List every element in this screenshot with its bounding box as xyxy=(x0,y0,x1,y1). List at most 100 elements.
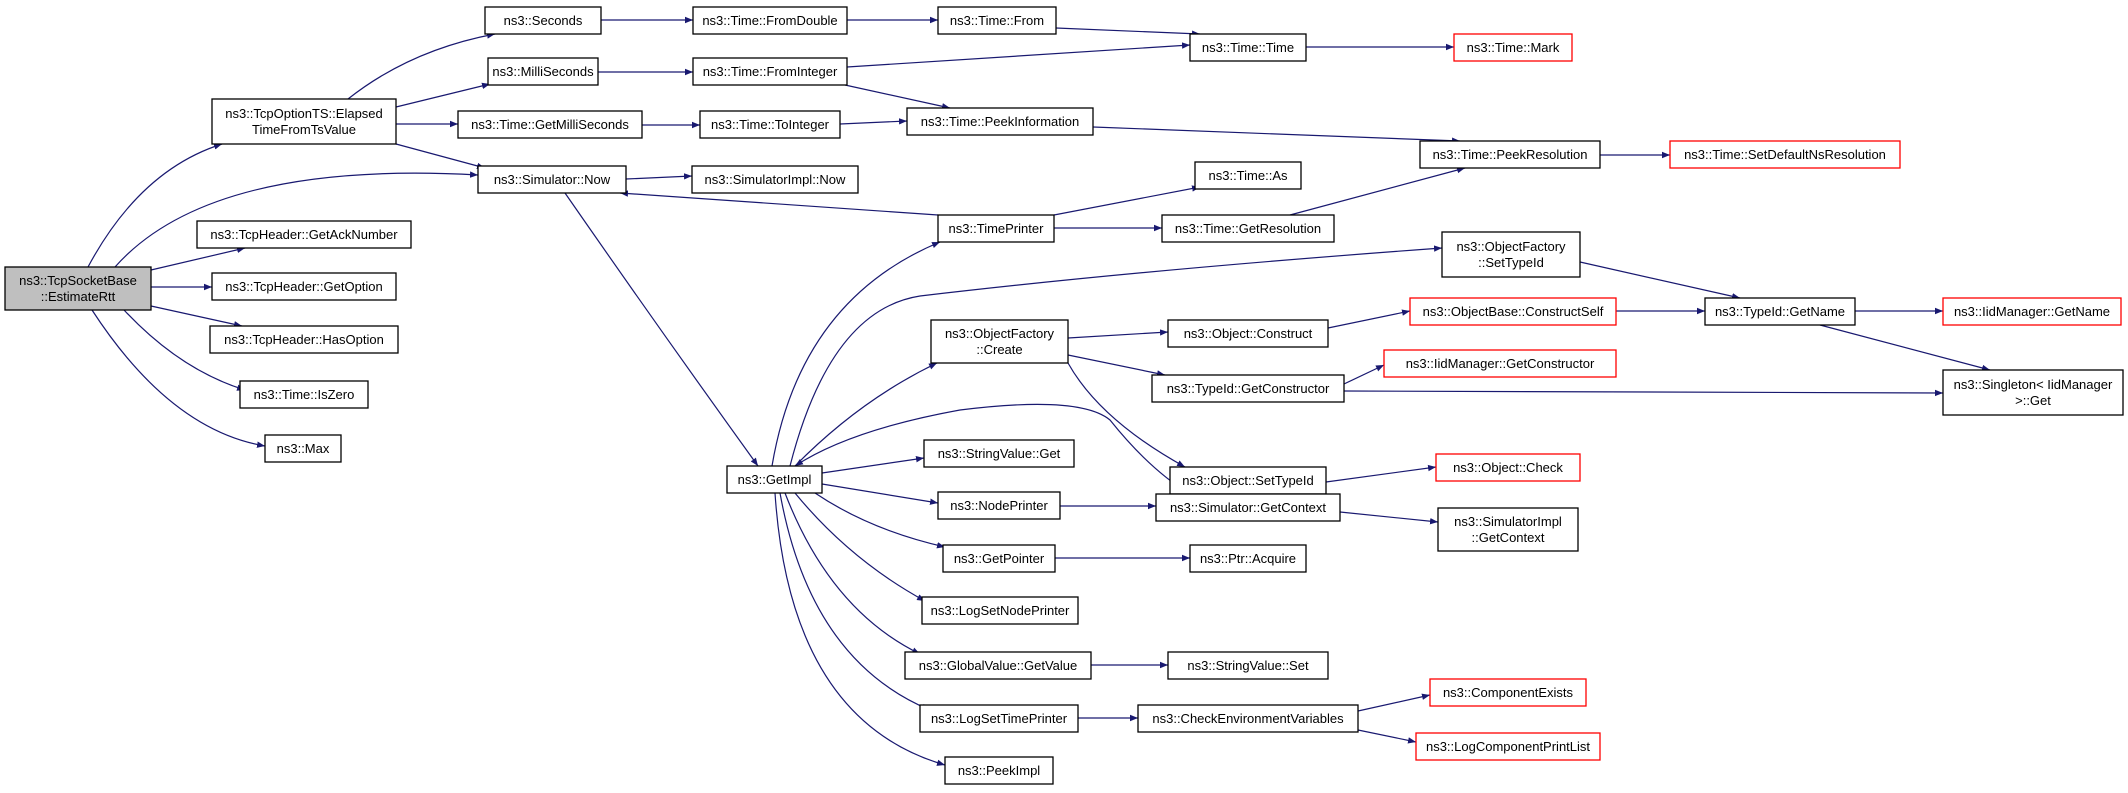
node-label: ns3::LogSetTimePrinter xyxy=(931,711,1068,726)
node-objbaseconstruct[interactable]: ns3::ObjectBase::ConstructSelf xyxy=(1409,297,1617,326)
node-timeprinter[interactable]: ns3::TimePrinter xyxy=(937,214,1055,243)
node-logcompprint[interactable]: ns3::LogComponentPrintList xyxy=(1415,732,1601,761)
node-tointeger[interactable]: ns3::Time::ToInteger xyxy=(699,110,841,139)
node-box xyxy=(1669,140,1901,169)
node-seconds[interactable]: ns3::Seconds xyxy=(484,6,602,35)
node-root[interactable]: ns3::TcpSocketBase::EstimateRtt xyxy=(4,266,152,311)
node-box xyxy=(1169,466,1327,495)
node-getimpl[interactable]: ns3::GetImpl xyxy=(726,465,823,494)
node-from[interactable]: ns3::Time::From xyxy=(937,6,1057,35)
node-box xyxy=(1383,349,1617,378)
node-checkenv[interactable]: ns3::CheckEnvironmentVariables xyxy=(1137,704,1359,733)
node-simnow[interactable]: ns3::Simulator::Now xyxy=(477,165,627,194)
node-box xyxy=(699,110,841,139)
node-box xyxy=(1155,493,1341,522)
node-box xyxy=(1704,297,1856,326)
node-getmillis[interactable]: ns3::Time::GetMilliSeconds xyxy=(457,110,643,139)
function-nodes: ns3::TcpSocketBase::EstimateRtt ns3::TcpO… xyxy=(4,6,2124,785)
node-box xyxy=(1415,732,1601,761)
node-label: ns3::Time::Mark xyxy=(1467,40,1560,55)
node-label: ns3::Time::IsZero xyxy=(254,387,355,402)
node-logsettime[interactable]: ns3::LogSetTimePrinter xyxy=(919,704,1079,733)
node-peekinfo[interactable]: ns3::Time::PeekInformation xyxy=(906,107,1094,136)
node-strvalset[interactable]: ns3::StringValue::Set xyxy=(1167,651,1329,680)
node-hasoption[interactable]: ns3::TcpHeader::HasOption xyxy=(209,325,399,354)
node-ptracquire[interactable]: ns3::Ptr::Acquire xyxy=(1189,544,1307,573)
node-timemark[interactable]: ns3::Time::Mark xyxy=(1453,33,1573,62)
node-label: ns3::Time::ToInteger xyxy=(711,117,830,132)
node-frominteger[interactable]: ns3::Time::FromInteger xyxy=(692,57,848,86)
node-simimplnow[interactable]: ns3::SimulatorImpl::Now xyxy=(691,165,859,194)
node-box xyxy=(1161,214,1335,243)
node-getoption[interactable]: ns3::TcpHeader::GetOption xyxy=(211,272,397,301)
node-timetime[interactable]: ns3::Time::Time xyxy=(1189,33,1307,62)
call-edge-getimpl-to-nodeprinter xyxy=(821,483,939,505)
node-typeidgetname[interactable]: ns3::TypeId::GetName xyxy=(1704,297,1856,326)
node-label: ns3::Seconds xyxy=(504,13,583,28)
node-box xyxy=(1167,319,1329,348)
node-label: ns3::Time::GetMilliSeconds xyxy=(471,117,629,132)
node-iidgetctor[interactable]: ns3::IidManager::GetConstructor xyxy=(1383,349,1617,378)
node-peekimpl[interactable]: ns3::PeekImpl xyxy=(944,756,1054,785)
node-objconstruct[interactable]: ns3::Object::Construct xyxy=(1167,319,1329,348)
node-strvalget[interactable]: ns3::StringValue::Get xyxy=(923,439,1075,468)
call-edge-frominteger-to-peekinfo xyxy=(844,84,951,110)
node-ofsettypeid[interactable]: ns3::ObjectFactory::SetTypeId xyxy=(1441,231,1581,278)
node-box xyxy=(1453,33,1573,62)
node-box xyxy=(211,272,397,301)
node-box xyxy=(1441,231,1581,278)
call-edge-objconstruct-to-objbaseconstruct xyxy=(1327,309,1411,329)
node-label: ns3::GetPointer xyxy=(954,551,1045,566)
node-setdefaultres[interactable]: ns3::Time::SetDefaultNsResolution xyxy=(1669,140,1901,169)
node-nodeprinter[interactable]: ns3::NodePrinter xyxy=(937,491,1061,520)
call-edge-root-to-hasoption xyxy=(150,305,243,328)
node-getres[interactable]: ns3::Time::GetResolution xyxy=(1161,214,1335,243)
call-edge-simgetctx-to-getimpl xyxy=(794,403,1191,495)
node-label: ::SetTypeId xyxy=(1478,255,1544,270)
node-getack[interactable]: ns3::TcpHeader::GetAckNumber xyxy=(196,220,412,249)
call-edge-getctor-to-singletonget xyxy=(1343,389,1944,397)
call-edge-getimpl-to-objfactcreate xyxy=(794,362,938,467)
call-edge-timeprinter-to-simnow xyxy=(619,190,939,216)
node-timeas[interactable]: ns3::Time::As xyxy=(1194,161,1302,190)
node-box xyxy=(906,107,1094,136)
node-box xyxy=(1409,297,1617,326)
call-edge-objfactcreate-to-objconstruct xyxy=(1067,329,1169,339)
node-box xyxy=(1189,33,1307,62)
node-label: ns3::Max xyxy=(277,441,330,456)
node-getctor[interactable]: ns3::TypeId::GetConstructor xyxy=(1151,374,1345,403)
node-box xyxy=(239,380,369,409)
node-iszero[interactable]: ns3::Time::IsZero xyxy=(239,380,369,409)
node-millis[interactable]: ns3::MilliSeconds xyxy=(487,57,599,86)
node-compexists[interactable]: ns3::ComponentExists xyxy=(1429,678,1587,707)
call-edges xyxy=(87,16,1991,766)
node-getpointer[interactable]: ns3::GetPointer xyxy=(942,544,1056,573)
node-label: ns3::LogSetNodePrinter xyxy=(931,603,1070,618)
node-max[interactable]: ns3::Max xyxy=(264,434,342,463)
node-objfactcreate[interactable]: ns3::ObjectFactory::Create xyxy=(930,319,1069,364)
node-objsettypeid[interactable]: ns3::Object::SetTypeId xyxy=(1169,466,1327,495)
node-box xyxy=(692,57,848,86)
node-gvgetvalue[interactable]: ns3::GlobalValue::GetValue xyxy=(904,651,1092,680)
node-singletonget[interactable]: ns3::Singleton< IidManager >::Get xyxy=(1942,369,2124,416)
node-box xyxy=(487,57,599,86)
call-edge-elapsed-to-simnow xyxy=(395,143,486,170)
node-label: TimeFromTsValue xyxy=(252,122,356,137)
node-peekres[interactable]: ns3::Time::PeekResolution xyxy=(1419,140,1601,169)
node-label: ::EstimateRtt xyxy=(41,289,116,304)
call-edge-getres-to-peekres xyxy=(1289,166,1466,216)
node-label: ns3::Simulator::GetContext xyxy=(1170,500,1326,515)
node-iidgetname[interactable]: ns3::IidManager::GetName xyxy=(1942,297,2122,326)
node-logsetnode[interactable]: ns3::LogSetNodePrinter xyxy=(921,596,1079,625)
node-box xyxy=(691,165,859,194)
node-simgetctx[interactable]: ns3::Simulator::GetContext xyxy=(1155,493,1341,522)
call-edge-simgetctx-to-simimplgetctx xyxy=(1339,511,1439,525)
node-fromdouble[interactable]: ns3::Time::FromDouble xyxy=(692,6,848,35)
node-simimplgetctx[interactable]: ns3::SimulatorImpl::GetContext xyxy=(1437,507,1579,552)
node-objcheck[interactable]: ns3::Object::Check xyxy=(1435,453,1581,482)
node-label: ns3::TypeId::GetName xyxy=(1715,304,1845,319)
node-box xyxy=(1942,297,2122,326)
node-label: ns3::Time::PeekInformation xyxy=(921,114,1079,129)
node-label: ns3::Object::SetTypeId xyxy=(1182,473,1314,488)
